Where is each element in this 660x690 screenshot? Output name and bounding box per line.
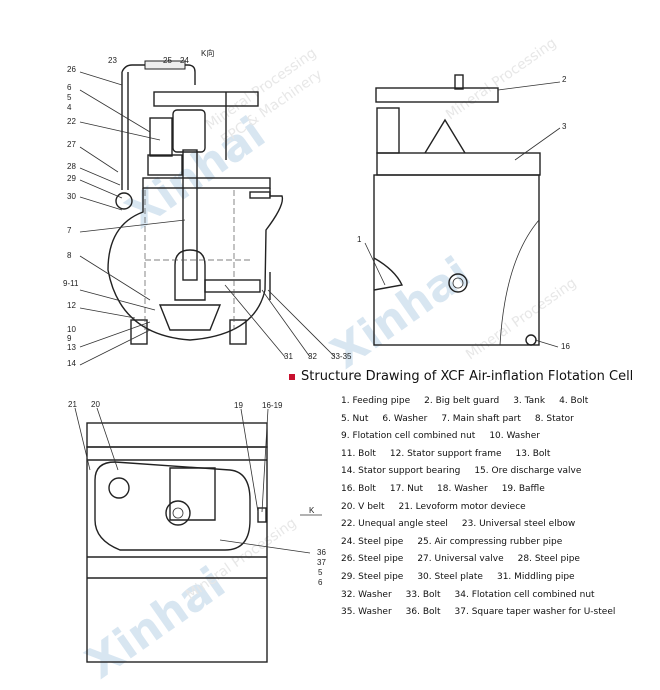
- legend-item: 17. Nut: [389, 483, 424, 494]
- svg-text:33-35: 33-35: [331, 352, 352, 361]
- svg-text:5: 5: [67, 93, 72, 102]
- legend-item: 20. V belt: [341, 501, 385, 512]
- top-view: K 21 20 19 16-19 36 37 5 6: [68, 400, 326, 663]
- legend-item: 32. Washer: [341, 589, 392, 600]
- legend-item: 1. Feeding pipe: [341, 396, 411, 406]
- legend-row: 22. Unequal angle steel 23. Universal ste…: [341, 516, 629, 534]
- legend-row: 1. Feeding pipe 2. Big belt guard 3. Tank 4…: [341, 393, 629, 411]
- parts-legend: 1. Feeding pipe 2. Big belt guard 3. Tank 4…: [341, 393, 629, 622]
- legend-item: 16. Bolt: [341, 483, 376, 494]
- legend-row: 26. Steel pipe 27. Universal valve 28. Ste…: [341, 551, 629, 569]
- front-view: 2 3 1 16: [357, 74, 570, 351]
- legend-item: 31. Middling pipe: [496, 571, 575, 582]
- legend-item: 36. Bolt: [405, 607, 441, 618]
- svg-text:29: 29: [67, 174, 76, 183]
- legend-item: 34. Flotation cell combined nut: [454, 589, 595, 600]
- svg-text:6: 6: [67, 83, 72, 92]
- title-text: Structure Drawing of XCF Air-inflation F…: [301, 369, 634, 384]
- svg-text:7: 7: [67, 226, 72, 235]
- legend-item: 12. Stator support frame: [389, 448, 502, 459]
- legend-item: 3. Tank: [513, 396, 546, 406]
- legend-item: 27. Universal valve: [417, 554, 504, 565]
- title-bullet: [289, 373, 295, 380]
- svg-text:25: 25: [163, 56, 172, 65]
- legend-item: 2. Big belt guard: [424, 396, 500, 406]
- svg-text:5: 5: [318, 568, 323, 577]
- svg-text:16: 16: [561, 342, 570, 351]
- legend-item: 29. Steel pipe: [341, 571, 404, 582]
- legend-item: 8. Stator: [534, 413, 574, 424]
- svg-text:22: 22: [67, 117, 76, 126]
- svg-text:9: 9: [67, 334, 72, 343]
- svg-text:10: 10: [67, 325, 76, 334]
- legend-item: 10. Washer: [489, 431, 540, 442]
- side-view: [79, 60, 336, 366]
- legend-item: 28. Steel pipe: [517, 554, 580, 565]
- svg-text:3: 3: [562, 122, 567, 131]
- legend-item: 4. Bolt: [559, 396, 589, 406]
- svg-text:13: 13: [67, 343, 76, 352]
- svg-text:23: 23: [108, 56, 117, 65]
- svg-text:2: 2: [562, 75, 567, 84]
- legend-item: 37. Square taper washer for U-steel: [454, 607, 616, 618]
- legend-item: 21. Levoform motor deviece: [398, 501, 526, 512]
- legend-item: 19. Baffle: [501, 483, 545, 494]
- legend-item: 25. Air compressing rubber pipe: [417, 536, 563, 547]
- legend-row: 29. Steel pipe 30. Steel plate 31. Middlin…: [341, 569, 629, 587]
- svg-text:36: 36: [317, 548, 326, 557]
- svg-text:21: 21: [68, 400, 77, 409]
- legend-row: 5. Nut 6. Washer 7. Main shaft part 8. Stat…: [341, 411, 629, 429]
- legend-item: 23. Universal steel elbow: [461, 519, 576, 530]
- svg-text:Mineral Processing: Mineral Processing: [443, 35, 559, 123]
- svg-text:37: 37: [317, 558, 326, 567]
- drawing-title: Structure Drawing of XCF Air-inflation F…: [289, 369, 633, 384]
- legend-row: 16. Bolt 17. Nut 18. Washer 19. Baffle: [341, 481, 629, 499]
- svg-text:14: 14: [67, 359, 76, 368]
- legend-row: 35. Washer 36. Bolt 37. Square taper washe…: [341, 604, 629, 622]
- legend-row: 24. Steel pipe 25. Air compressing rubber…: [341, 534, 629, 552]
- svg-text:K: K: [309, 506, 315, 515]
- legend-item: 11. Bolt: [341, 448, 376, 459]
- legend-item: 26. Steel pipe: [341, 554, 404, 565]
- legend-item: 9. Flotation cell combined nut: [341, 431, 476, 442]
- legend-item: 35. Washer: [341, 607, 392, 618]
- legend-item: 30. Steel plate: [417, 571, 483, 582]
- svg-text:32: 32: [308, 352, 317, 361]
- svg-text:30: 30: [67, 192, 76, 201]
- legend-item: 15. Ore discharge valve: [474, 466, 582, 477]
- legend-item: 5. Nut: [341, 413, 369, 424]
- legend-item: 6. Washer: [382, 413, 428, 424]
- legend-row: 9. Flotation cell combined nut 10. Washer: [341, 428, 629, 446]
- svg-text:16-19: 16-19: [262, 401, 283, 410]
- svg-text:4: 4: [67, 103, 72, 112]
- svg-text:K向: K向: [201, 48, 214, 58]
- svg-text:12: 12: [67, 301, 76, 310]
- svg-text:6: 6: [318, 578, 323, 587]
- svg-text:26: 26: [67, 65, 76, 74]
- legend-item: 33. Bolt: [405, 589, 441, 600]
- side-view-callouts: 23 25 24 K向 26 6 5 4 22 27 28 29 30 7 8 …: [63, 48, 352, 368]
- legend-item: 24. Steel pipe: [341, 536, 404, 547]
- svg-text:27: 27: [67, 140, 76, 149]
- svg-text:28: 28: [67, 162, 76, 171]
- legend-item: 14. Stator support bearing: [341, 466, 461, 477]
- legend-row: 11. Bolt 12. Stator support frame 13. Bolt: [341, 446, 629, 464]
- svg-text:Mineral Processing: Mineral Processing: [183, 515, 299, 603]
- legend-item: 18. Washer: [437, 483, 488, 494]
- legend-item: 7. Main shaft part: [441, 413, 521, 424]
- legend-row: 14. Stator support bearing 15. Ore discha…: [341, 463, 629, 481]
- svg-text:1: 1: [357, 235, 362, 244]
- svg-text:24: 24: [180, 56, 189, 65]
- svg-text:31: 31: [284, 352, 293, 361]
- legend-row: 20. V belt 21. Levoform motor deviece: [341, 499, 629, 517]
- svg-text:9-11: 9-11: [63, 279, 79, 288]
- legend-item: 22. Unequal angle steel: [341, 519, 448, 530]
- legend-row: 32. Washer 33. Bolt 34. Flotation cell com…: [341, 587, 629, 605]
- svg-text:19: 19: [234, 401, 243, 410]
- svg-text:8: 8: [67, 251, 72, 260]
- legend-item: 13. Bolt: [515, 448, 551, 459]
- svg-text:20: 20: [91, 400, 100, 409]
